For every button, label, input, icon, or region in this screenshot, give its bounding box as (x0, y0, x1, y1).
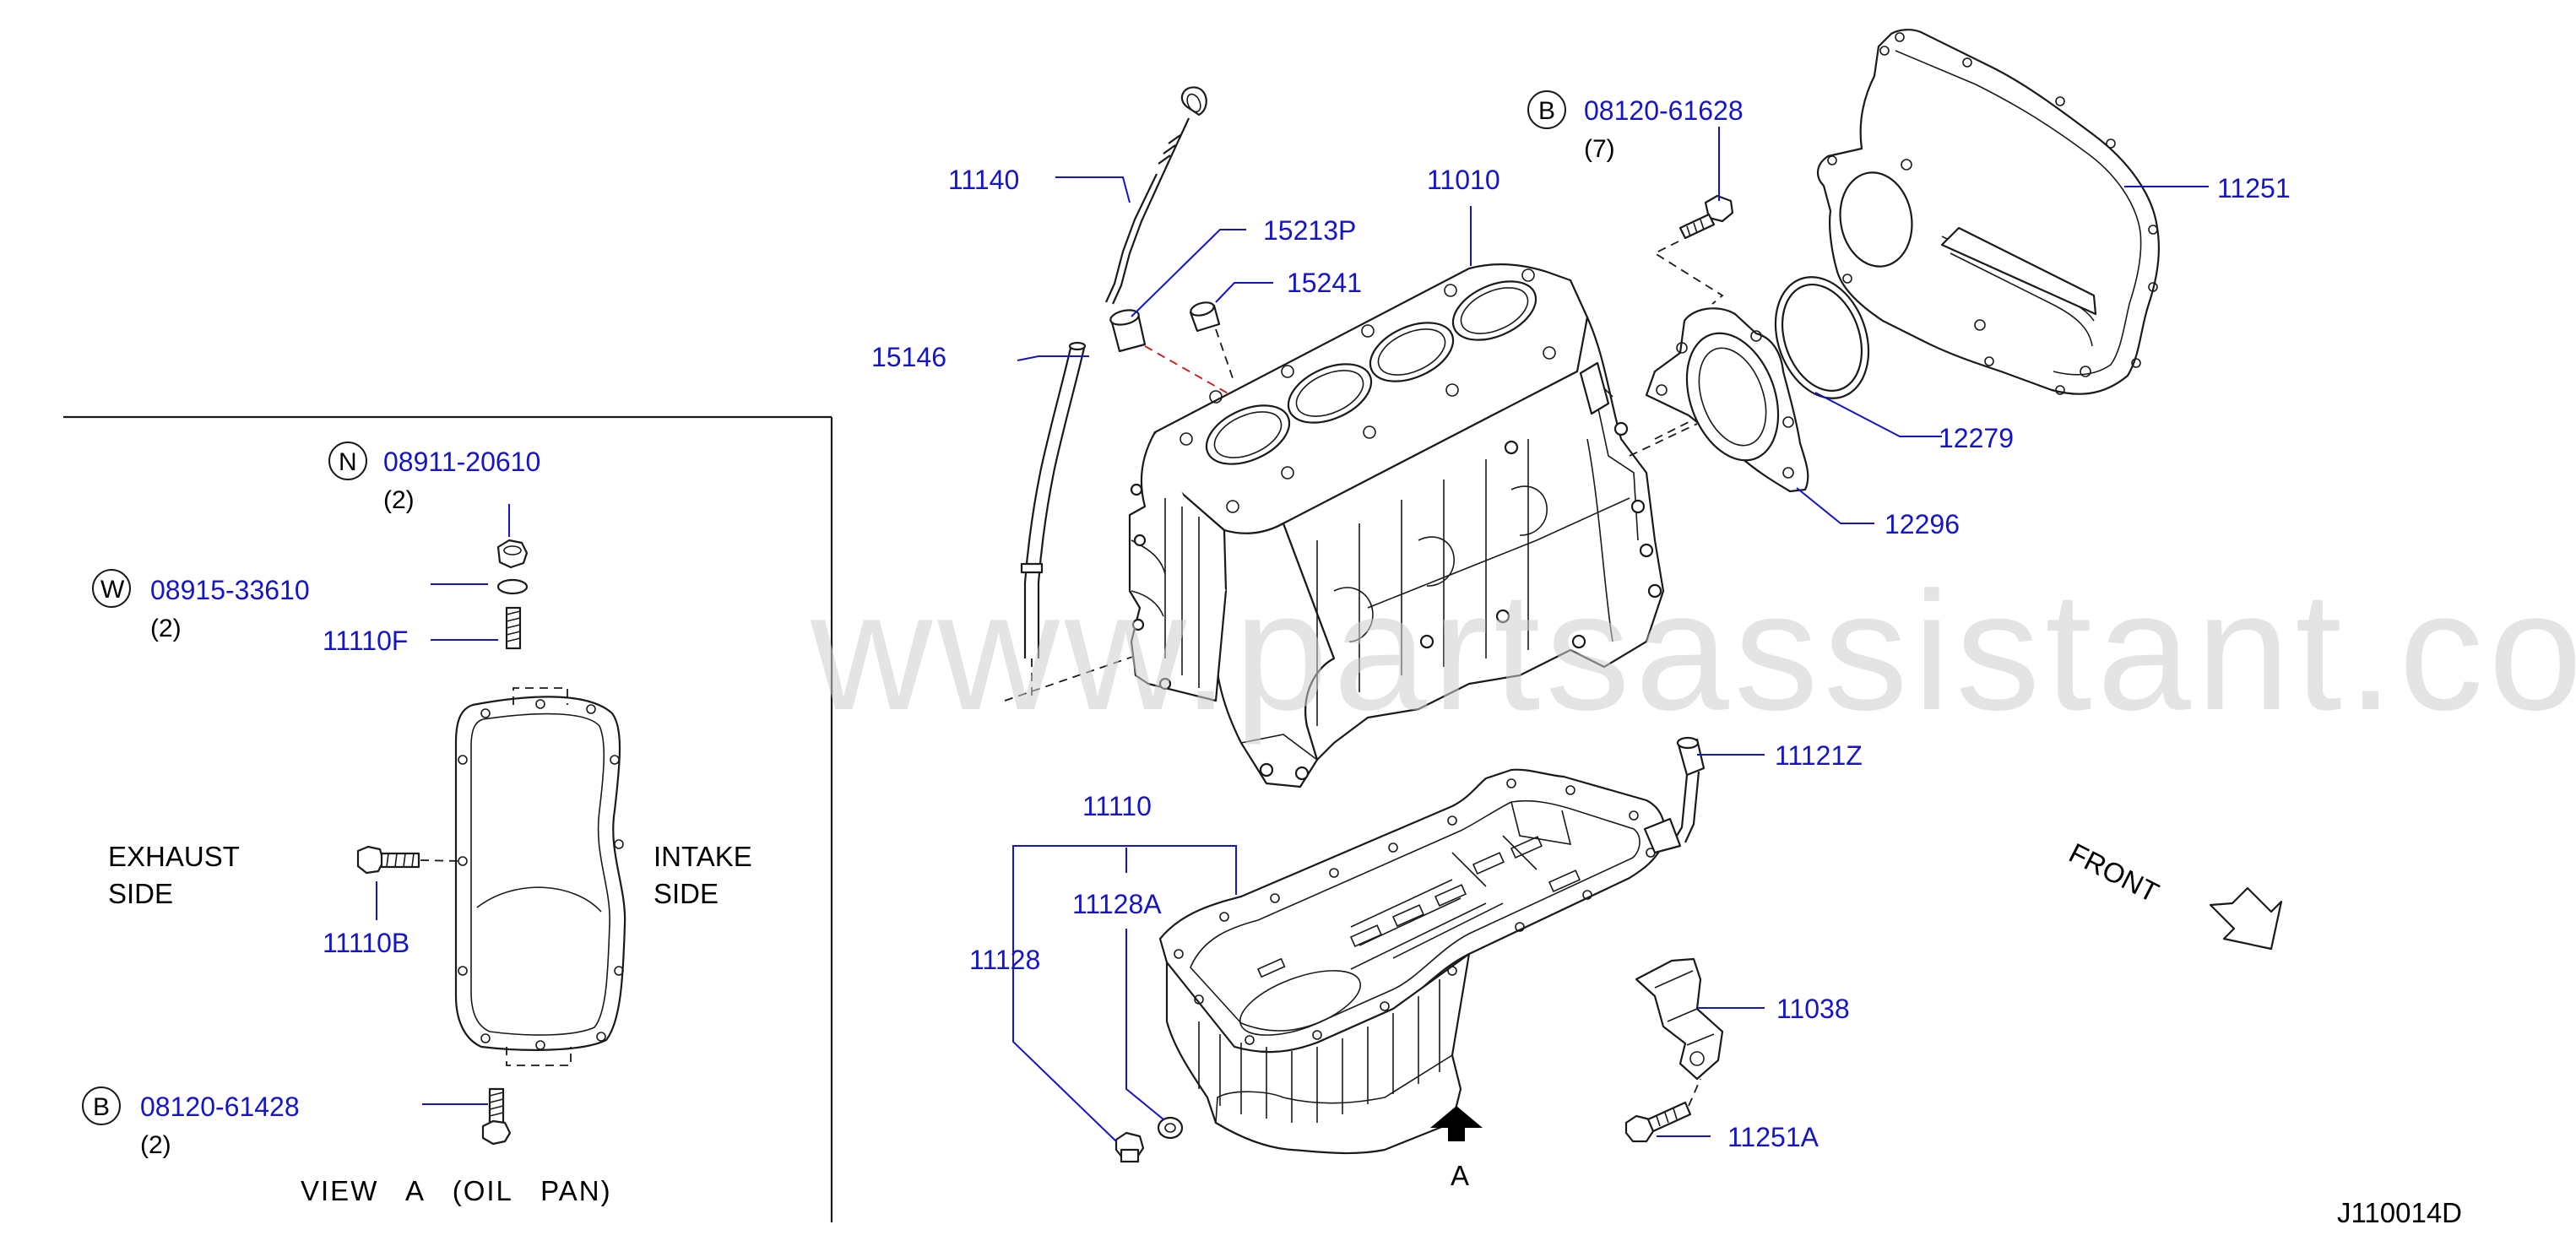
qty-08915-33610: (2) (150, 615, 182, 642)
oil-pan-gasket-top-view (454, 687, 626, 1066)
circle-letter-w: W (100, 576, 125, 604)
exhaust-side-line1: EXHAUST (108, 841, 240, 872)
label-08915-33610[interactable]: 08915-33610 (150, 575, 310, 605)
view-marker-label: A (1451, 1160, 1469, 1191)
label-15213p[interactable]: 15213P (1263, 215, 1356, 246)
circle-w (92, 569, 131, 608)
dowel-15241 (1189, 301, 1234, 379)
stud-11110f (505, 606, 522, 650)
label-11140[interactable]: 11140 (948, 165, 1019, 195)
oil-pan-11110 (1158, 768, 1666, 1155)
bolt-11110b (356, 845, 464, 875)
qty-08120-61628: (7) (1584, 135, 1615, 163)
washer-08915-33610 (496, 578, 529, 595)
label-08120-61628[interactable]: 08120-61628 (1584, 95, 1744, 126)
front-arrow (2209, 886, 2283, 951)
oil-seal-12279 (1774, 276, 1870, 399)
nut-08911-20610 (496, 539, 529, 569)
qty-08120-61428: (2) (140, 1131, 171, 1159)
qty-08911-20610: (2) (383, 486, 415, 514)
cylinder-block-11010 (1128, 263, 1706, 788)
label-11110f[interactable]: 11110F (323, 626, 408, 656)
circle-n (328, 442, 367, 480)
label-08911-20610[interactable]: 08911-20610 (383, 447, 540, 477)
label-15146[interactable]: 15146 (871, 342, 946, 372)
circle-letter-b-bottom: B (93, 1093, 110, 1121)
rear-plate-11251 (1817, 29, 2161, 395)
drain-plug-11128 (1114, 1131, 1145, 1163)
bolt-08120-61628 (1653, 194, 1734, 305)
exhaust-side-line2: SIDE (108, 878, 173, 909)
front-label: FRONT (2064, 837, 2164, 908)
label-12279[interactable]: 12279 (1939, 423, 2014, 453)
leader-lines (376, 127, 2209, 1142)
label-08120-61428[interactable]: 08120-61428 (140, 1092, 300, 1122)
bracket-11038 (1635, 957, 1724, 1081)
label-11121z[interactable]: 11121Z (1775, 740, 1863, 771)
circle-letter-n: N (339, 448, 357, 476)
circle-b-top (1527, 90, 1566, 129)
view-a-panel (63, 415, 833, 1222)
label-11110b[interactable]: 11110B (323, 928, 409, 958)
label-11128[interactable]: 11128 (969, 945, 1040, 975)
intake-side-line2: SIDE (653, 878, 719, 909)
label-15241[interactable]: 15241 (1287, 268, 1362, 298)
label-11128a[interactable]: 11128A (1072, 889, 1162, 919)
label-11038[interactable]: 11038 (1776, 994, 1850, 1024)
label-11251[interactable]: 11251 (2217, 173, 2291, 203)
intake-side-line1: INTAKE (653, 841, 752, 872)
washer-11128a (1157, 1116, 1184, 1140)
label-12296[interactable]: 12296 (1885, 509, 1960, 539)
label-11010[interactable]: 11010 (1427, 165, 1500, 195)
view-title: VIEW A (OIL PAN) (301, 1175, 612, 1206)
label-11251a[interactable]: 11251A (1727, 1122, 1819, 1152)
seal-retainer-12296 (1645, 307, 1809, 493)
circle-b-bottom (82, 1086, 121, 1125)
diagram-id: J110014D (2337, 1197, 2462, 1228)
view-a-arrow (1430, 1106, 1483, 1141)
dipstick-11140 (1104, 86, 1207, 305)
bolt-08120-61428 (481, 1087, 512, 1146)
sleeve-15213p (1109, 309, 1244, 403)
oil-level-gauge-11121z (1643, 736, 1706, 854)
bolt-11251a (1624, 1078, 1701, 1143)
circle-letter-b-top: B (1538, 97, 1555, 125)
label-11110[interactable]: 11110 (1082, 791, 1152, 821)
watermark: www.partsassistant.com (810, 557, 2576, 745)
